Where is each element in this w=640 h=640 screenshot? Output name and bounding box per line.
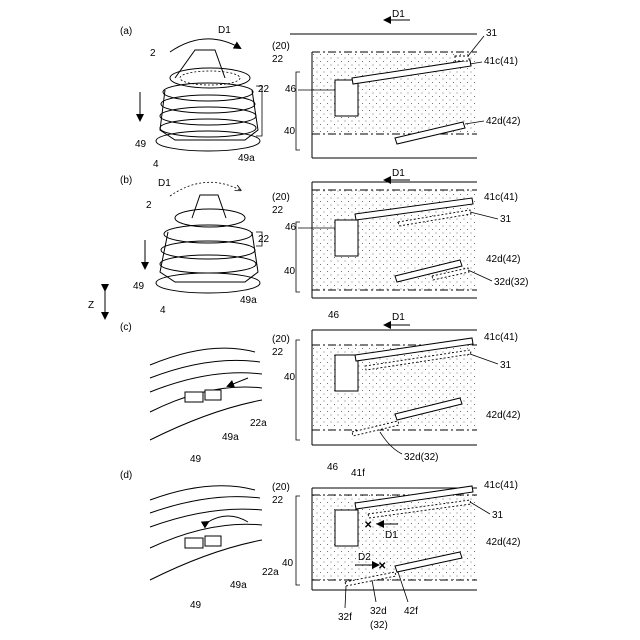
panel-b-spout: D1 2 22 49 4 49a [133,178,270,316]
panel-c-n31: 31 [500,360,512,371]
panel-a-n40: 40 [284,126,296,137]
panel-d-closeup: 22a 49a 49 [150,486,279,611]
panel-c-n32: 32d(32) [404,452,438,463]
panel-a-label: (a) [120,26,132,37]
panel-c-closeup: 49a 22a 49 [150,348,267,465]
panel-a-d1: D1 [218,25,231,36]
panel-b-n41: 41c(41) [484,192,518,203]
panel-b-n20: (20) [272,192,290,203]
panel-a-n22: 22 [258,84,270,95]
panel-c-n40: 40 [284,372,296,383]
z-axis: Z [88,290,105,318]
panel-c-n41: 41c(41) [484,332,518,343]
panel-b-n49: 49 [133,281,145,292]
panel-a-n2: 2 [150,48,156,59]
panel-d-n46: 46 [327,462,339,473]
panel-d-n22a: 22a [262,567,279,578]
panel-a-n4: 4 [153,159,159,170]
panel-a-n22r: 22 [272,54,284,65]
panel-b-n32: 32d(32) [494,277,528,288]
panel-d-n41: 41c(41) [484,480,518,491]
panel-d-n31: 31 [492,510,504,521]
panel-b-n31: 31 [500,214,512,225]
panel-a-n20: (20) [272,41,290,52]
panel-d-n42f: 42f [404,606,418,617]
panel-c-n22a: 22a [250,418,267,429]
panel-b: (b) D1 2 22 49 4 49a D1 [120,168,528,316]
panel-d-n40: 40 [282,558,294,569]
panel-a-n31: 31 [486,28,498,39]
panel-c-n22: 22 [272,347,284,358]
panel-d-d2: D2 [358,552,371,563]
panel-c: (c) 49a 22a 49 D1 (20) 22 46 [120,310,520,465]
panel-c-d1r: D1 [392,312,405,323]
panel-d-n49: 49 [190,600,202,611]
panel-c-n49a: 49a [222,432,239,443]
panel-a-n49a: 49a [238,153,255,164]
panel-b-n42: 42d(42) [486,254,520,265]
panel-c-section: D1 (20) 22 46 41c(41) 31 42d(42) 32d(32)… [272,310,520,463]
panel-c-label: (c) [120,322,132,333]
panel-a-n42: 42d(42) [486,116,520,127]
panel-b-n49a: 49a [240,295,257,306]
panel-d-n20: (20) [272,482,290,493]
panel-b-n22r: 22 [272,205,284,216]
panel-c-n49: 49 [190,454,202,465]
panel-a-n41: 41c(41) [484,56,518,67]
panel-d-n32d: 32d [370,606,387,617]
panel-c-n20: (20) [272,334,290,345]
panel-a-spout: D1 2 22 49 4 49a [135,25,270,170]
panel-d-n41f: 41f [351,468,365,479]
panel-b-n40: 40 [284,266,296,277]
panel-b-n46: 46 [285,222,297,233]
panel-d-label: (d) [120,470,132,481]
panel-d-x2-icon: ✕ [378,561,386,572]
panel-d: (d) 22a 49a 49 46 41f (20) 22 [120,462,520,631]
panel-a: (a) D1 2 22 49 4 49a [120,9,520,170]
panel-d-n42: 42d(42) [486,537,520,548]
panel-d-section: 46 41f (20) 22 ✕ D1 41c(41) 31 D2 ✕ 42d(… [272,462,520,631]
panel-d-n32f: 32f [338,612,352,623]
panel-b-section: D1 (20) 22 46 41c(41) 31 42d(42) 32d(32)… [272,168,528,298]
panel-b-n2: 2 [146,200,152,211]
panel-b-n4: 4 [160,305,166,316]
panel-b-label: (b) [120,175,132,186]
panel-b-d1r: D1 [392,168,405,179]
panel-a-n46: 46 [285,84,297,95]
panel-d-n32: (32) [370,620,388,631]
panel-a-d1r: D1 [392,9,405,20]
panel-b-d1: D1 [158,178,171,189]
panel-d-n49a: 49a [230,580,247,591]
panel-a-n49: 49 [135,139,147,150]
panel-d-n22: 22 [272,495,284,506]
panel-c-n46: 46 [328,310,340,321]
panel-d-x1-icon: ✕ [364,520,372,531]
panel-c-n42: 42d(42) [486,410,520,421]
panel-a-section: D1 (20) 22 46 31 41c(41) 42d(42) 40 [272,9,520,158]
z-label: Z [88,300,94,311]
panel-d-d1: D1 [385,530,398,541]
panel-b-n22: 22 [258,234,270,245]
